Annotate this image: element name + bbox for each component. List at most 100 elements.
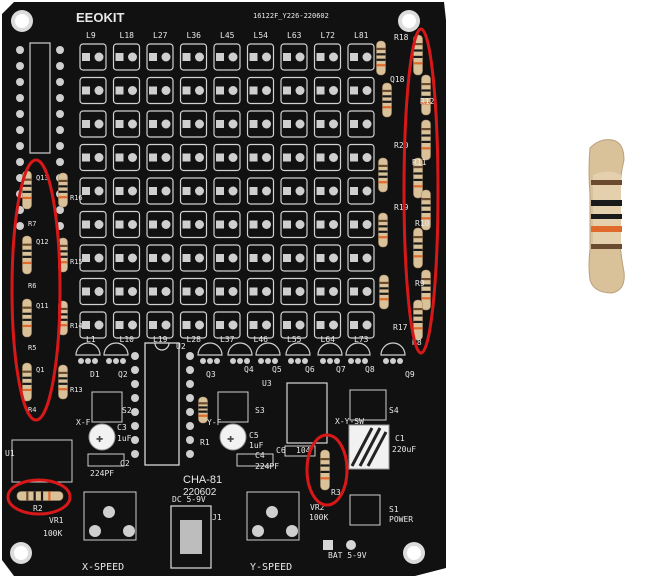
led-footprint <box>347 277 375 306</box>
led-pad-round <box>161 287 171 296</box>
label-r2: R2 <box>33 504 43 513</box>
led-footprint <box>179 210 208 239</box>
led-pad-square <box>283 120 291 128</box>
led-footprint <box>213 277 241 306</box>
led-pad-square <box>350 153 358 162</box>
led-pad-round <box>262 253 271 263</box>
led-pad-square <box>249 86 258 95</box>
led-pad-round <box>329 253 338 263</box>
left-transistor-label: Q12 <box>36 238 49 246</box>
transistor-pad <box>230 358 236 364</box>
led-pad-round <box>262 186 271 196</box>
led-pad-round <box>295 186 305 196</box>
led-pad-round <box>195 253 204 263</box>
led-pad-square <box>350 220 358 229</box>
left-small-label: R4 <box>28 406 36 414</box>
led-pad-square <box>216 86 224 95</box>
led-pad-square <box>249 254 258 262</box>
transistor-outline <box>345 342 371 356</box>
label-c5-val: 1uF <box>249 441 264 450</box>
right-column-label: R8 <box>412 338 422 347</box>
led-pad-round <box>195 287 204 296</box>
label-vr2: VR2 <box>310 503 325 512</box>
header-pad <box>56 94 64 102</box>
ic-pad <box>131 450 139 458</box>
bottom-row-label: L10 <box>120 335 135 344</box>
led-pad-square <box>82 86 90 95</box>
resistor <box>413 299 423 341</box>
led-footprint <box>79 177 107 205</box>
led-pad-round <box>362 86 372 95</box>
switch-s4 <box>349 389 387 421</box>
led-footprint <box>280 210 308 239</box>
led-footprint <box>112 277 141 306</box>
resistor <box>421 74 431 116</box>
highlight-r3 <box>305 433 349 507</box>
transistor-label: Q7 <box>336 365 346 374</box>
ic-pad <box>131 436 139 444</box>
resistor <box>58 172 68 208</box>
resistor <box>22 362 32 402</box>
transistor-outline <box>285 342 311 356</box>
led-footprint <box>179 277 208 306</box>
led-footprint <box>347 177 375 205</box>
led-footprint <box>213 76 241 105</box>
ic-pad <box>186 450 194 458</box>
right-column-label: R9 <box>415 279 425 288</box>
transistor-outline <box>75 342 101 356</box>
resistor <box>376 40 386 76</box>
led-pad-round <box>195 153 204 162</box>
led-pad-square <box>249 53 258 61</box>
led-pad-round <box>228 253 238 263</box>
led-pad-round <box>329 52 338 62</box>
led-pad-square <box>350 187 358 195</box>
silkscreen-labels: X-F Y-F X-Y-SW C3 1uF C5 1uF C1 220uF C2… <box>5 379 416 573</box>
led-pad-square <box>316 287 325 296</box>
led-pad-square <box>82 153 90 162</box>
resistor-band-1 <box>591 180 622 185</box>
led-footprint <box>179 244 208 272</box>
led-pad-square <box>216 187 224 195</box>
led-footprint <box>179 177 208 205</box>
ic-pad <box>131 394 139 402</box>
label-u3: U3 <box>262 379 272 388</box>
led-footprint <box>347 311 375 339</box>
led-pad-round <box>228 52 238 62</box>
highlight-r2 <box>6 478 72 516</box>
led-footprint <box>146 277 174 306</box>
bottom-row-label: L46 <box>254 335 269 344</box>
led-pad-round <box>195 320 204 330</box>
resistor <box>320 449 330 491</box>
led-pad-square <box>216 254 224 262</box>
transistor-outline <box>197 342 223 356</box>
left-small-label: R6 <box>28 282 36 290</box>
header-pad <box>56 46 64 54</box>
led-pad-round <box>161 119 171 129</box>
ic-pad <box>131 408 139 416</box>
ic-pad <box>131 366 139 374</box>
ic-pad <box>186 436 194 444</box>
potentiometer-vr1 <box>83 491 137 541</box>
led-pad-round <box>161 52 171 62</box>
resistor <box>16 491 64 501</box>
led-footprint <box>79 311 107 339</box>
led-pad-square <box>350 321 358 329</box>
led-pad-round <box>128 320 137 330</box>
led-pad-square <box>316 187 325 195</box>
led-pad-round <box>94 220 104 229</box>
right-column-label: R10 <box>415 219 430 228</box>
led-pad-round <box>128 119 137 129</box>
led-pad-square <box>82 254 90 262</box>
battery-pad-round <box>346 540 356 550</box>
right-column-label: R12 <box>420 97 435 106</box>
switch-s3 <box>217 391 249 423</box>
led-pad-round <box>94 52 104 62</box>
led-footprint <box>213 210 241 239</box>
led-pad-square <box>283 187 291 195</box>
led-pad-round <box>128 220 137 229</box>
led-footprint <box>179 110 208 138</box>
led-footprint <box>213 244 241 272</box>
led-footprint <box>246 43 275 71</box>
